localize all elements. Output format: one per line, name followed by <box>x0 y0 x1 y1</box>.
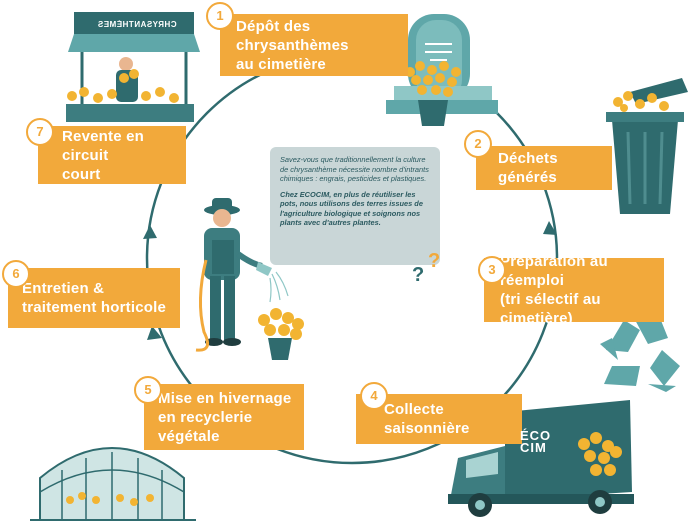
truck-logo: ÉCO CIM <box>520 428 552 455</box>
step-5-number: 5 <box>134 376 162 404</box>
gravestone-illustration <box>386 14 498 126</box>
step-6-line-1: Entretien & <box>22 280 105 297</box>
step-1-number: 1 <box>206 2 234 30</box>
step-7-line-2: court <box>62 165 101 183</box>
step-3-line-1: Préparation au réemploi <box>500 253 608 289</box>
step-6-line-2: traitement horticole <box>22 299 167 316</box>
step-1-line-2: au cimetière <box>236 55 326 73</box>
gardener-illustration <box>195 198 304 360</box>
trash-bin-illustration <box>606 78 688 214</box>
step-7-number: 7 <box>26 118 54 146</box>
step-3-line-2: (tri sélectif au cimetière) <box>500 291 601 327</box>
step-7-line-1: Revente en circuit <box>62 127 145 164</box>
question-mark-teal: ? <box>412 264 425 286</box>
recycle-icon <box>600 318 680 392</box>
cycle-arrow-left <box>147 326 162 340</box>
market-stall-illustration <box>66 12 200 122</box>
step-4-number: 4 <box>360 382 388 410</box>
step-5-box: Mise en hivernage en recyclerie végétale <box>144 384 304 450</box>
step-1-line-1: Dépôt des chrysanthèmes <box>236 17 349 54</box>
question-mark-orange: ? <box>428 250 441 272</box>
greenhouse-illustration <box>30 447 196 521</box>
step-2-box: Déchets générés <box>476 146 612 190</box>
step-5-line-1: Mise en hivernage <box>158 389 292 407</box>
step-2-line-1: Déchets générés <box>498 150 558 186</box>
step-3-box: Préparation au réemploi (tri sélectif au… <box>484 253 664 327</box>
step-7-box: Revente en circuit court <box>38 126 186 184</box>
step-2-number: 2 <box>464 130 492 158</box>
step-6-box: Entretien & traitement horticole <box>8 268 180 328</box>
step-3-number: 3 <box>478 256 506 284</box>
step-6-number: 6 <box>2 260 30 288</box>
info-bubble: Savez-vous que traditionnellement la cul… <box>270 147 440 265</box>
shop-sign: CHRYSANTHÈMES <box>97 20 177 29</box>
info-paragraph-2: Chez ECOCIM, en plus de réutiliser les p… <box>280 189 423 228</box>
cycle-arrow-upper-left <box>143 225 157 239</box>
step-4-line-1: Collecte saisonnière <box>384 401 470 437</box>
cycle-arrow-right <box>543 221 557 235</box>
truck-illustration <box>448 400 634 517</box>
truck-logo-line-1: ÉCO <box>520 428 552 443</box>
info-paragraph-1: Savez-vous que traditionnellement la cul… <box>280 155 429 183</box>
step-1-box: Dépôt des chrysanthèmes au cimetière <box>220 14 408 76</box>
truck-logo-line-2: CIM <box>520 440 547 455</box>
step-5-line-2: en recyclerie végétale <box>158 408 253 445</box>
